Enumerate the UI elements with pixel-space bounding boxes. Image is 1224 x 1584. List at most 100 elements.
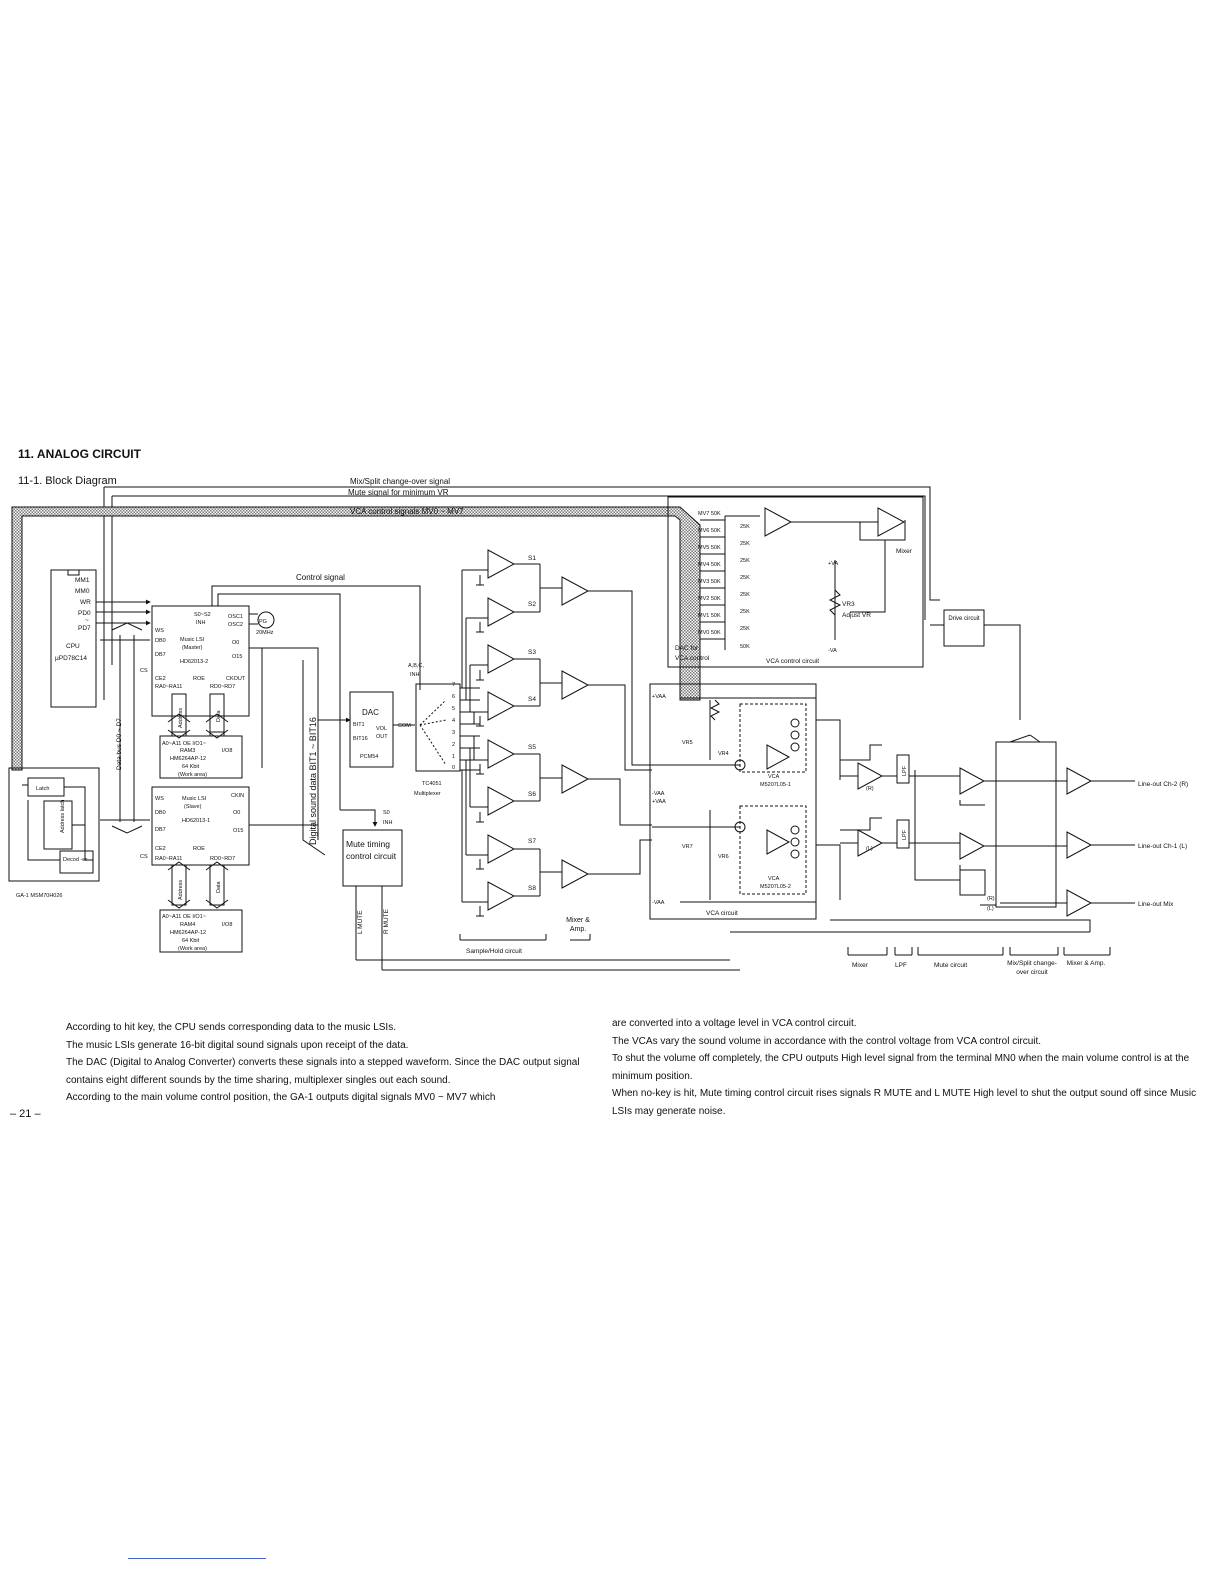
vca-control-circuit-block (667, 496, 924, 668)
ram4-chip (159, 861, 243, 953)
sh-label-s6: S6 (528, 791, 536, 798)
lsi-master-part: HD62013-2 (180, 659, 208, 665)
dac-part: PCM54 (360, 754, 378, 760)
vr4-label: VR4 (718, 751, 729, 757)
cpu-pin-mm1: MM1 (75, 577, 90, 584)
mix-split-signal-line (103, 486, 940, 700)
vca2-part: M5207L05-2 (760, 884, 791, 890)
paragraph-right-2: The VCAs vary the sound volume in accord… (612, 1035, 1042, 1047)
mute-s0: S0 (383, 810, 390, 816)
mute-inh: INH (383, 820, 393, 826)
sh-label-s3: S3 (528, 649, 536, 656)
dac-out: OUT (376, 734, 388, 740)
lsi-master-inh: INH (196, 620, 206, 626)
lsi-master-title: Music LSI (180, 637, 205, 643)
data-bus (100, 622, 150, 834)
res-25k-2: 25K (740, 541, 750, 547)
ram4-pins: A0~A11 OE I/O1~ (162, 914, 206, 920)
cpu-part: µPD78C14 (55, 655, 87, 662)
lsi-master-rd: RD0~RD7 (210, 684, 235, 690)
res-25k-6: 25K (740, 609, 750, 615)
vr3-label: VR3 (842, 601, 855, 608)
lsi-master-ws: WS (155, 628, 164, 634)
ram4-address-label: Address (178, 880, 184, 900)
res-25k-3: 25K (740, 558, 750, 564)
ram3-name: RAM3 (180, 748, 195, 754)
dac-for-label: DAC for (675, 645, 699, 652)
lsi-master-o15: O15 (232, 654, 242, 660)
mux-part: TC4051 (422, 781, 442, 787)
bottom-mix-split-label: Mix/Split change-over circuit (1007, 960, 1057, 976)
bottom-label-arrows (730, 919, 1111, 956)
vca2-label: VCA (768, 876, 780, 882)
lsi-master-db7: DB7 (155, 652, 166, 658)
page-number: – 21 – (10, 1108, 41, 1120)
dac-vol: VOL (376, 726, 387, 732)
vr7-label: VR7 (682, 844, 693, 850)
vca-control-label: VCA control (675, 655, 710, 662)
sample-hold-label: Sample/Hold circuit (466, 948, 522, 955)
dac-bit16: BIT16 (353, 736, 368, 742)
mux-ch-7: 7 (452, 682, 455, 688)
res-mv1: MV1 50K (698, 613, 721, 619)
lsi-master-ckout: CKOUT (226, 676, 246, 682)
vr6-label: VR6 (718, 854, 729, 860)
block-diagram: Mix/Split change-over signal Mute signal… (8, 477, 1188, 976)
lsi-slave-cs: CS (140, 854, 148, 860)
mux-com: COM (398, 723, 411, 729)
bottom-mute-circuit-label: Mute circuit (934, 962, 967, 969)
lsi-slave-ra: RA0~RA11 (155, 856, 182, 862)
cpu-pin-mm0: MM0 (75, 588, 90, 595)
lsi-master-ce2: CE2 (155, 676, 166, 682)
lpf-r-label: LPF (902, 765, 908, 776)
cpu-pin-wr: WR (80, 599, 91, 606)
address-latch-label: Address latch (60, 800, 66, 833)
ram4-note: (Work area) (178, 946, 207, 952)
pg-label: PG (259, 619, 267, 625)
lsi-master-osc1: OSC1 (228, 614, 243, 620)
mute-timing-text: Mute timing control circuit (346, 839, 397, 861)
vca-control-bus (11, 506, 701, 771)
latch-label: Latch (36, 786, 49, 792)
ga1-chip (8, 767, 100, 882)
ram3-pins: A0~A11 OE I/O1~ (162, 741, 206, 747)
line-out-mix-label: Line-out Mix (1138, 901, 1174, 908)
drive-label: Drive circuit (948, 616, 980, 622)
sh-label-s1: S1 (528, 555, 536, 562)
mux-inh: INH (410, 672, 420, 678)
ram3-part: HM6264AP-12 (170, 756, 206, 762)
lsi-slave-o0: O0 (233, 810, 240, 816)
mux-ch-5: 5 (452, 706, 455, 712)
res-mv5: MV5 50K (698, 545, 721, 551)
vca-mixer-label: Mixer (896, 548, 913, 555)
ram3-chip (159, 693, 243, 779)
ram4-part: HM6264AP-12 (170, 930, 206, 936)
mute-timing-block (340, 809, 740, 971)
bottom-mixer-amp-label: Mixer & Amp. (1066, 960, 1106, 967)
plus-vaa-2: +VAA (652, 799, 666, 805)
dac-block (349, 691, 415, 768)
ram3-size: 64 Kbit (182, 764, 200, 770)
ram4-io8: I/O8 (222, 922, 232, 928)
digital-sound-data-label: Digital sound data BIT1 ~ BIT16 (308, 717, 318, 845)
ram3-io8: I/O8 (222, 748, 232, 754)
paragraph-left-1: According to hit key, the CPU sends corr… (66, 1022, 396, 1033)
bottom-lpf-label: LPF (895, 962, 907, 969)
description-right-column: are converted into a voltage level in VC… (612, 1015, 1207, 1120)
paragraph-left-2: The music LSIs generate 16-bit digital s… (66, 1039, 409, 1051)
res-25k-1: 25K (740, 524, 750, 530)
mixer-amp-wrap: Mixer & Amp. (566, 917, 590, 933)
res-25k-5: 25K (740, 592, 750, 598)
res-mv7: MV7 50K (698, 511, 721, 517)
vca-r-label: (R) (866, 786, 874, 792)
res-mv3: MV3 50K (698, 579, 721, 585)
mux-ch-4: 4 (452, 718, 455, 724)
vca-l-label: (L) (866, 846, 873, 852)
res-mv6: MV6 50K (698, 528, 721, 534)
lsi-slave-title: Music LSI (182, 796, 207, 802)
mute-l-label: (L) (987, 906, 994, 912)
line-out-ch1-label: Line-out Ch-1 (L) (1138, 843, 1187, 850)
cpu-chip (50, 569, 151, 708)
mux-ch-3: 3 (452, 730, 455, 736)
lsi-master-osc2: OSC2 (228, 622, 243, 628)
